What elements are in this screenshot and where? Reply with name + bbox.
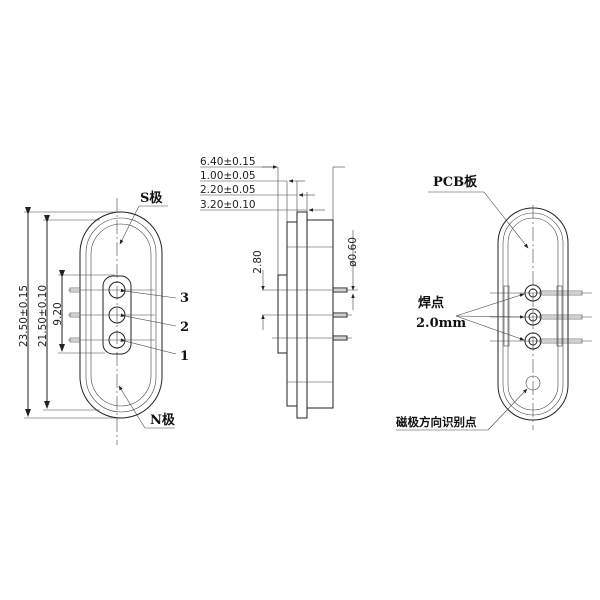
- solder-point: [524, 332, 542, 350]
- pin-base: [277, 274, 288, 354]
- dim-pin-span: 9.20: [52, 302, 64, 325]
- solder-point: [524, 308, 542, 326]
- polarity-mark-label: 磁极方向识别点: [396, 415, 477, 429]
- dim-total-thickness: 6.40±0.15: [200, 156, 256, 168]
- pin-label-1: 1: [180, 349, 189, 364]
- solder-label: 焊点: [418, 295, 444, 311]
- front-view: 23.50±0.15 21.50±0.10 9.20 3 2 1 S极 N极: [18, 190, 189, 445]
- pin-label-3: 3: [180, 291, 189, 306]
- pcb-label: PCB板: [433, 174, 478, 190]
- side-view: 6.40±0.15 1.00±0.05 2.20±0.05 3.20±0.10 …: [200, 156, 359, 419]
- dim-pin-diameter: ø0.60: [347, 237, 359, 267]
- body: [306, 219, 334, 409]
- solder-point: [524, 284, 542, 302]
- dim-plate-2: 2.20±0.05: [200, 184, 256, 196]
- solder-size: 2.0mm: [416, 316, 466, 331]
- dim-overall-length: 23.50±0.15: [18, 285, 30, 347]
- n-pole-label: N极: [150, 412, 176, 428]
- back-view: PCB板 焊点 2.0mm 磁极方向识别点: [396, 174, 592, 431]
- dim-inner-length: 21.50±0.10: [37, 285, 49, 347]
- s-pole-label: S极: [140, 190, 163, 206]
- polarity-mark: [525, 375, 541, 391]
- pin-label-2: 2: [180, 320, 189, 335]
- dim-plate-1: 1.00±0.05: [200, 170, 256, 182]
- plate-1: [286, 221, 298, 407]
- dim-pin-offset: 2.80: [252, 250, 264, 273]
- dim-body: 3.20±0.10: [200, 199, 256, 211]
